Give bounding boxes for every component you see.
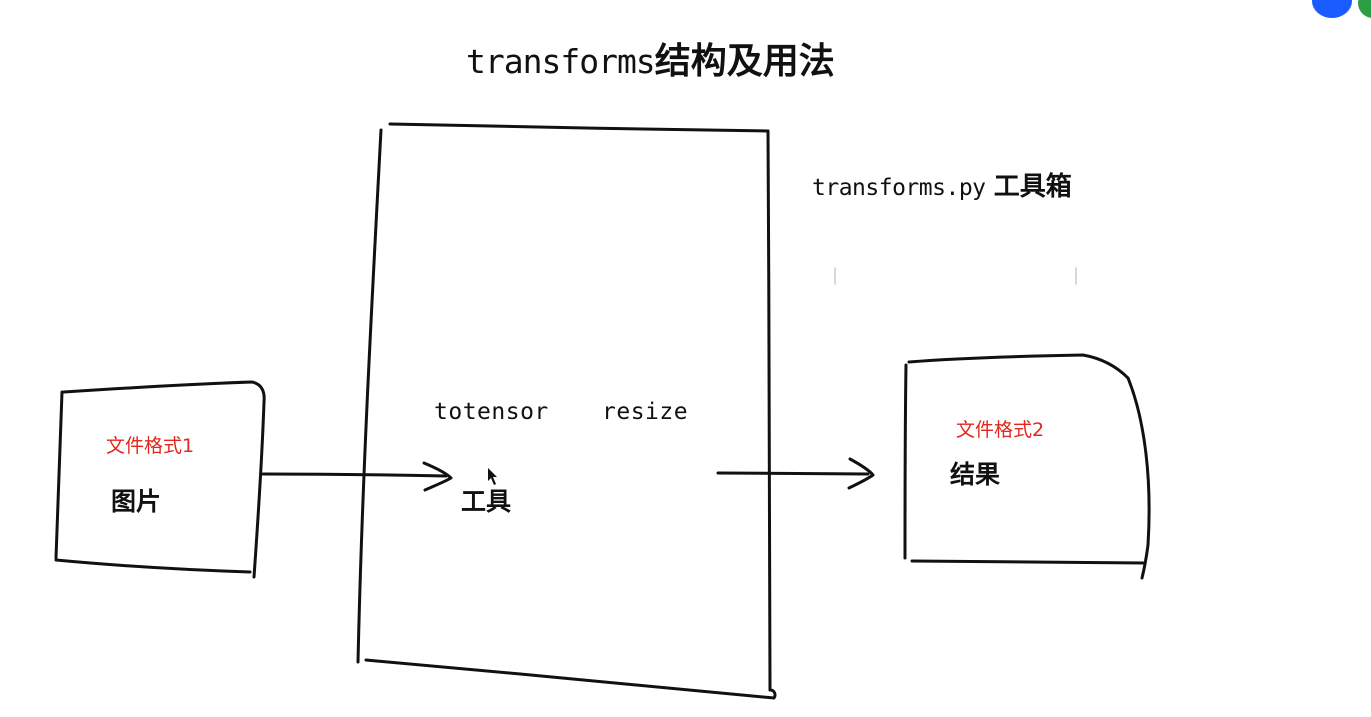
input-label: 图片 — [111, 487, 162, 516]
page-title: transforms结构及用法 — [466, 40, 835, 84]
output-format-annotation: 文件格式2 — [956, 419, 1045, 441]
tool-label: 工具 — [461, 487, 512, 516]
faint-marks — [834, 267, 1077, 285]
input-arrow — [261, 461, 453, 492]
toolbox-label-latin: transforms.py — [812, 175, 986, 201]
result-box — [903, 353, 1151, 580]
user-avatar-icon[interactable] — [1312, 0, 1352, 18]
tool-totensor: totensor — [434, 399, 549, 425]
toolbox-label-cjk: 工具箱 — [993, 172, 1072, 202]
output-arrow — [716, 457, 875, 490]
output-label: 结果 — [950, 460, 1001, 489]
toolbox-box — [356, 122, 777, 700]
input-format-annotation: 文件格式1 — [106, 435, 195, 457]
toolbox-label: transforms.py 工具箱 — [812, 170, 1072, 205]
mouse-cursor-icon — [488, 468, 497, 485]
tool-resize: resize — [602, 399, 689, 425]
input-box — [54, 380, 266, 579]
title-cjk: 结构及用法 — [654, 41, 835, 82]
title-latin: transforms — [466, 42, 656, 81]
